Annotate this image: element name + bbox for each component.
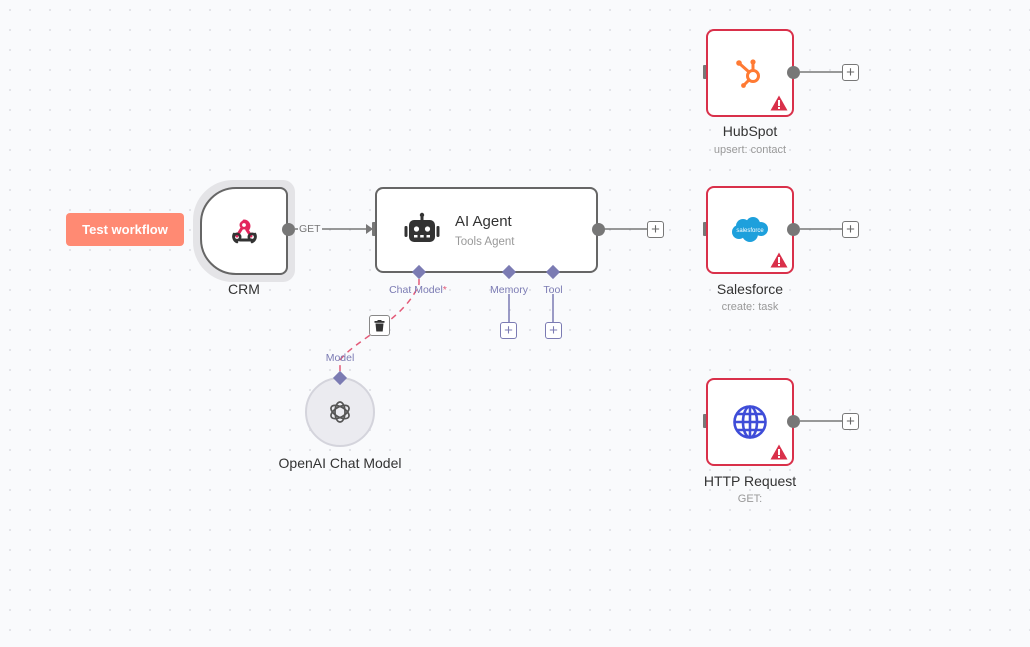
memory-port-label: Memory — [490, 284, 528, 296]
hubspot-add-next-node-button[interactable]: + — [842, 64, 859, 81]
hubspot-icon — [736, 59, 760, 88]
openai-icon — [330, 401, 350, 423]
hubspot-output-handle[interactable] — [787, 66, 800, 79]
add-memory-button[interactable]: + — [500, 322, 517, 339]
http-node-subtitle: GET: — [737, 493, 763, 505]
model-port-label: Model — [325, 352, 355, 364]
warning-icon[interactable] — [770, 252, 788, 268]
openai-node-name: OpenAI Chat Model — [278, 455, 402, 471]
warning-icon[interactable] — [770, 95, 788, 111]
salesforce-node-name: Salesforce — [716, 281, 784, 297]
crm-output-handle[interactable] — [282, 223, 295, 236]
crm-node-name: CRM — [228, 281, 260, 297]
connection-label-get: GET — [298, 223, 322, 235]
robot-icon — [404, 212, 440, 242]
http-output-handle[interactable] — [787, 415, 800, 428]
salesforce-add-next-node-button[interactable]: + — [842, 221, 859, 238]
chat-model-port-label: Chat Model* — [389, 284, 447, 296]
warning-icon[interactable] — [770, 444, 788, 460]
delete-connection-button[interactable] — [369, 315, 390, 336]
add-tool-button[interactable]: + — [545, 322, 562, 339]
chat-model-port-label-text: Chat Model — [389, 284, 443, 296]
ai-agent-node[interactable]: AI Agent Tools Agent — [375, 187, 598, 273]
salesforce-node-subtitle: create: task — [721, 301, 779, 313]
hubspot-node-name: HubSpot — [722, 123, 778, 139]
webhook-icon — [232, 219, 257, 244]
crm-node[interactable] — [200, 187, 288, 275]
agent-node-name: AI Agent — [455, 212, 512, 230]
tool-port-label: Tool — [543, 284, 563, 296]
salesforce-logo-text: salesforce — [736, 228, 764, 234]
http-add-next-node-button[interactable]: + — [842, 413, 859, 430]
agent-node-subtitle: Tools Agent — [455, 235, 515, 248]
globe-icon — [733, 405, 767, 439]
test-workflow-button[interactable]: Test workflow — [66, 213, 184, 246]
trash-icon — [374, 319, 385, 331]
salesforce-output-handle[interactable] — [787, 223, 800, 236]
hubspot-node[interactable] — [706, 29, 794, 117]
edge-chat-model-link[interactable] — [339, 279, 420, 372]
salesforce-node[interactable]: salesforce — [706, 186, 794, 274]
hubspot-node-subtitle: upsert: contact — [713, 144, 787, 156]
salesforce-icon: salesforce — [732, 217, 768, 242]
http-node-name: HTTP Request — [703, 473, 797, 489]
openai-chat-model-node[interactable] — [305, 377, 375, 447]
http-request-node[interactable] — [706, 378, 794, 466]
agent-output-handle[interactable] — [592, 223, 605, 236]
required-marker: * — [442, 284, 447, 296]
agent-add-next-node-button[interactable]: + — [647, 221, 664, 238]
